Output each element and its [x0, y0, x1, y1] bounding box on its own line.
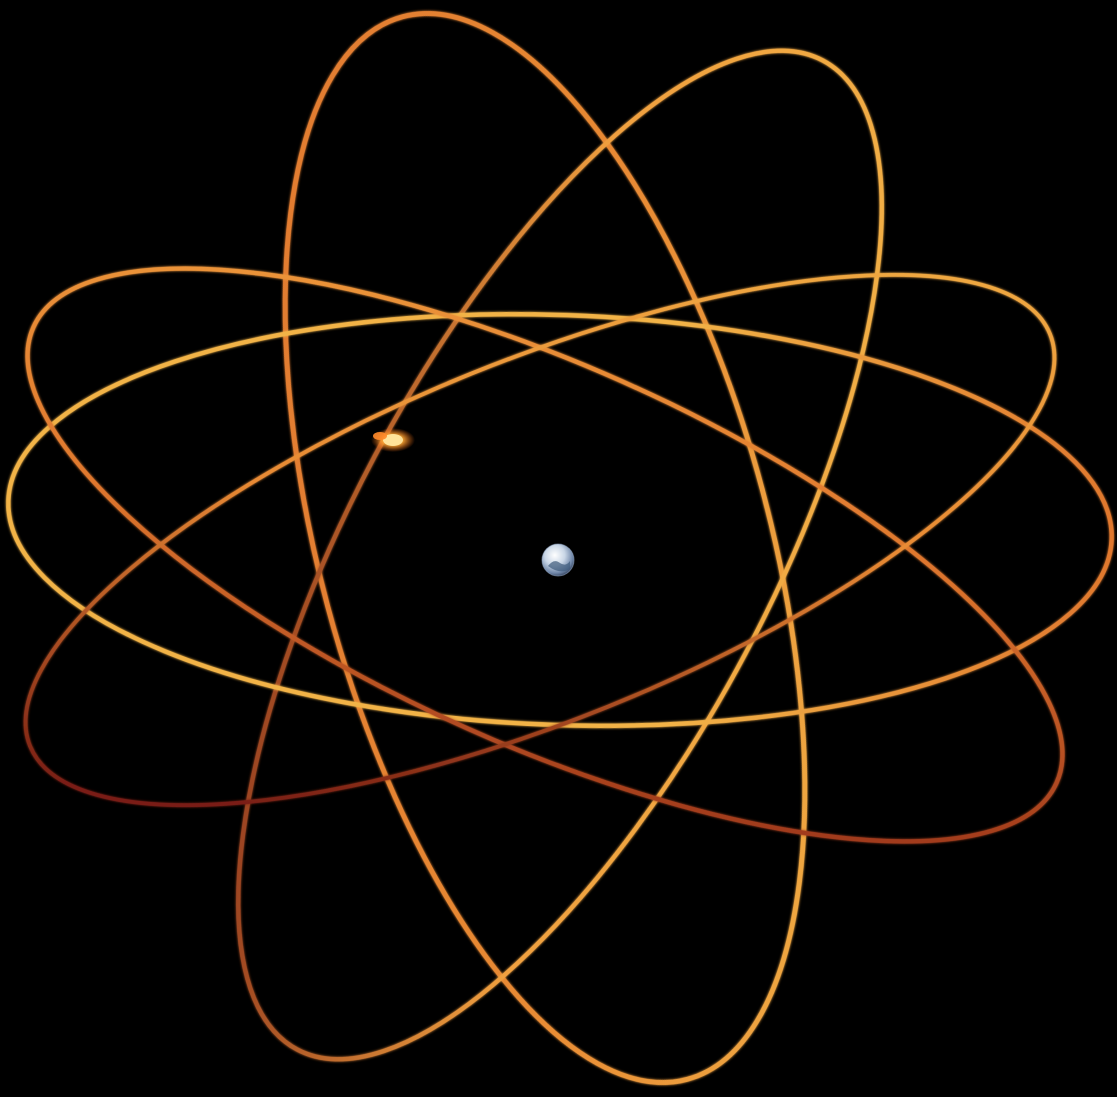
orbit-ring: [1, 296, 1117, 744]
orbit-ring: [0, 167, 1117, 913]
earth-icon: [542, 544, 574, 576]
flare-icon: [371, 428, 415, 452]
